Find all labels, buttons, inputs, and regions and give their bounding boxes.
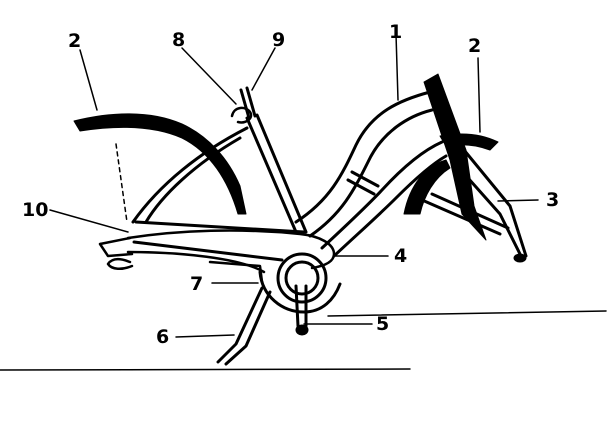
callout-chain-guard: 4 — [394, 245, 407, 267]
callout-dropout: 10 — [22, 199, 48, 221]
front-fork — [423, 73, 528, 263]
callout-labels: 1 2 2 3 4 5 6 7 8 9 10 — [22, 21, 559, 348]
callout-leaders — [49, 33, 539, 338]
fork-brace — [420, 192, 510, 236]
crank-hub — [258, 252, 342, 314]
dropout — [106, 258, 134, 270]
callout-seat-post: 8 — [172, 29, 185, 51]
seat-post — [230, 86, 257, 124]
callout-pedal-crank: 5 — [376, 313, 389, 335]
callout-fender-rear: 2 — [68, 30, 81, 52]
callout-fork-brace: 3 — [546, 189, 559, 211]
frame — [131, 90, 448, 262]
ground-lines — [0, 310, 607, 371]
callout-seat-clamp: 9 — [272, 29, 285, 51]
callout-frame: 1 — [389, 21, 402, 43]
pedal-crank — [294, 284, 309, 336]
kickstand — [216, 286, 272, 366]
chain-guard — [98, 229, 336, 274]
callout-kickstand: 6 — [156, 326, 169, 348]
callout-fender-front: 2 — [468, 35, 481, 57]
rear-fender — [73, 113, 247, 223]
bracket — [208, 260, 264, 284]
callout-bracket: 7 — [190, 273, 203, 295]
